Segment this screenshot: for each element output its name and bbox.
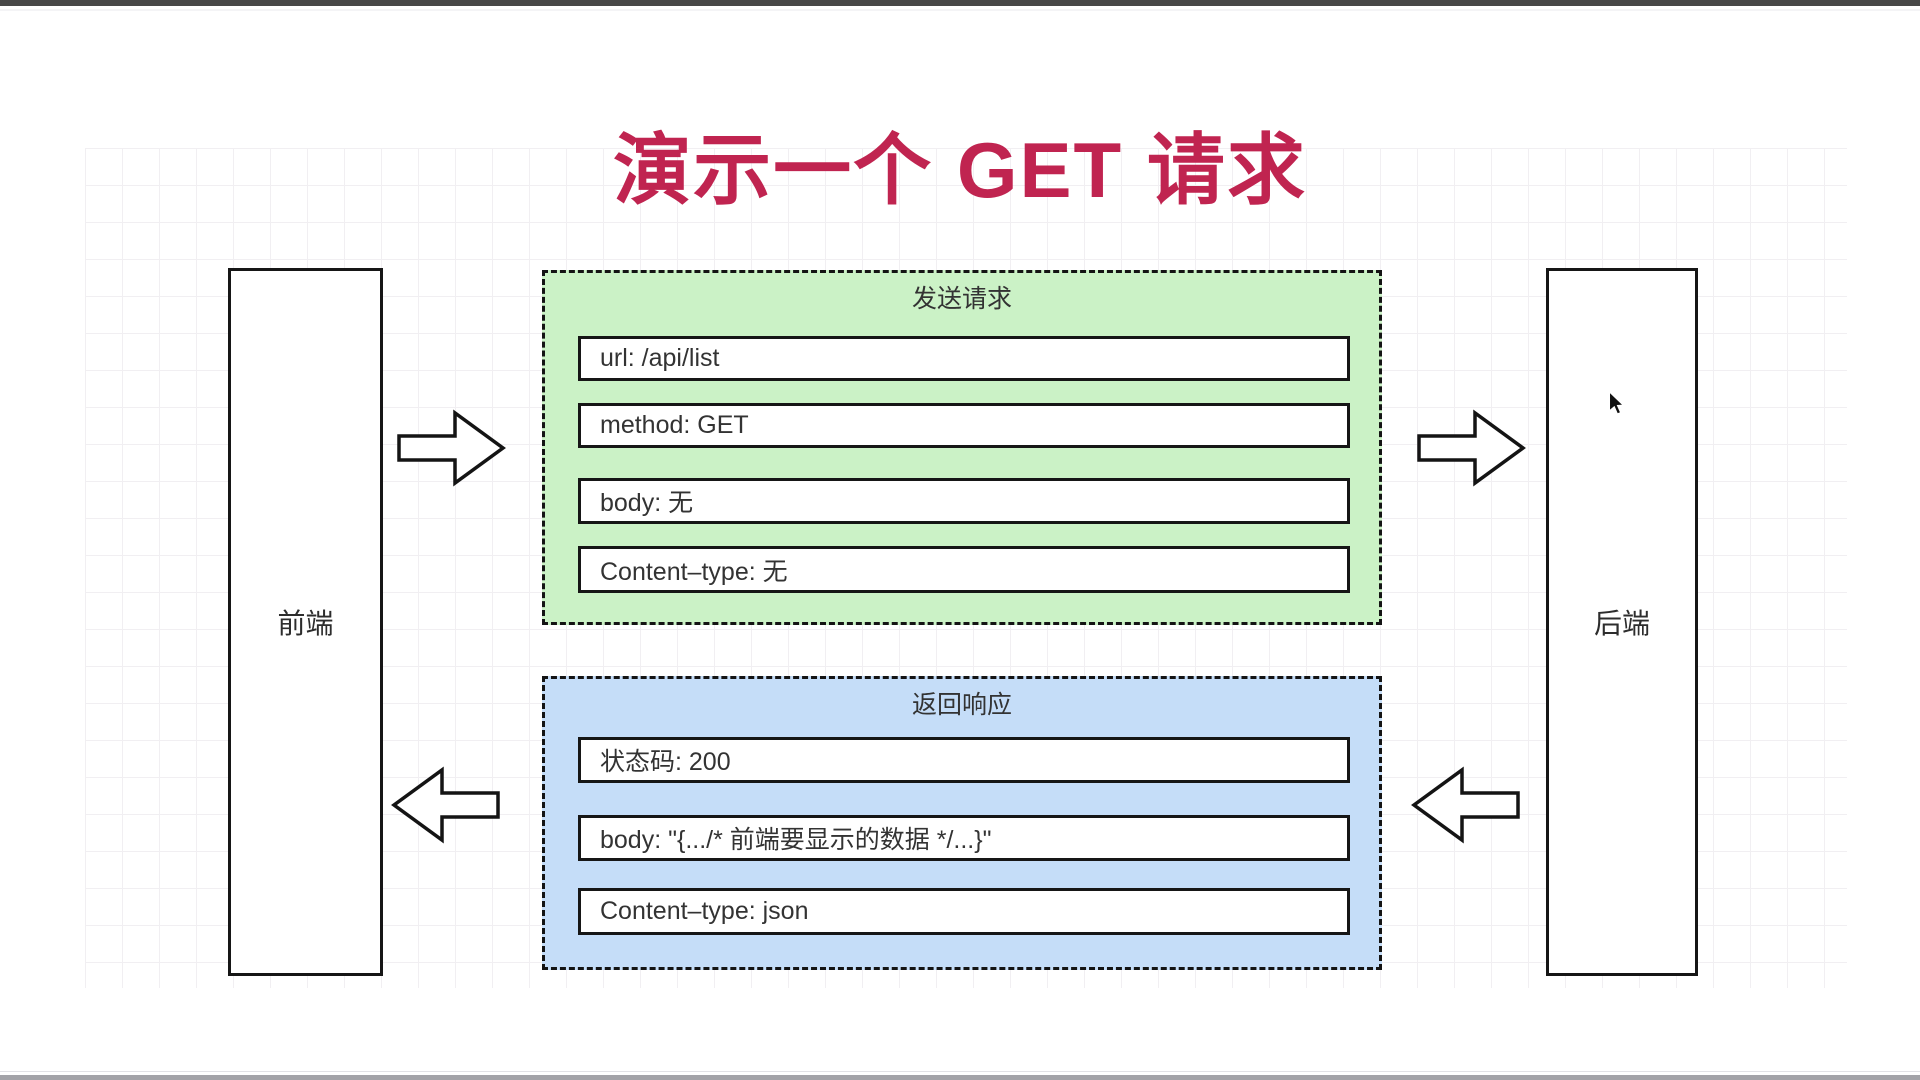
request-item-content-type: Content–type: 无 bbox=[578, 546, 1350, 593]
response-group-title: 返回响应 bbox=[911, 691, 1012, 719]
response-group: 返回响应 状态码: 200 body: "{.../* 前端要显示的数据 */.… bbox=[542, 676, 1382, 970]
frontend-node: 前端 bbox=[228, 268, 383, 976]
arrow-right-icon bbox=[397, 409, 506, 487]
request-group-title: 发送请求 bbox=[911, 285, 1012, 313]
request-item-body: body: 无 bbox=[578, 478, 1350, 524]
diagram-title: 演示一个 GET 请求 bbox=[613, 126, 1307, 214]
arrow-left-icon bbox=[1411, 766, 1520, 844]
mouse-pointer-icon bbox=[1608, 392, 1625, 415]
request-item-method: method: GET bbox=[578, 403, 1350, 448]
bottom-separator-line bbox=[0, 1071, 1920, 1072]
arrow-left-icon bbox=[391, 766, 500, 844]
request-item-url: url: /api/list bbox=[578, 336, 1350, 381]
response-item-status: 状态码: 200 bbox=[578, 737, 1350, 783]
response-item-content-type: Content–type: json bbox=[578, 888, 1350, 935]
top-window-bar bbox=[0, 0, 1920, 6]
frontend-label: 前端 bbox=[277, 608, 334, 639]
backend-node: 后端 bbox=[1546, 268, 1698, 976]
top-bar-underline bbox=[0, 9, 1920, 11]
backend-label: 后端 bbox=[1593, 608, 1650, 639]
bottom-window-bar bbox=[0, 1075, 1920, 1080]
arrow-right-icon bbox=[1417, 409, 1526, 487]
request-group: 发送请求 url: /api/list method: GET body: 无 … bbox=[542, 270, 1382, 625]
response-item-body: body: "{.../* 前端要显示的数据 */...}" bbox=[578, 815, 1350, 861]
